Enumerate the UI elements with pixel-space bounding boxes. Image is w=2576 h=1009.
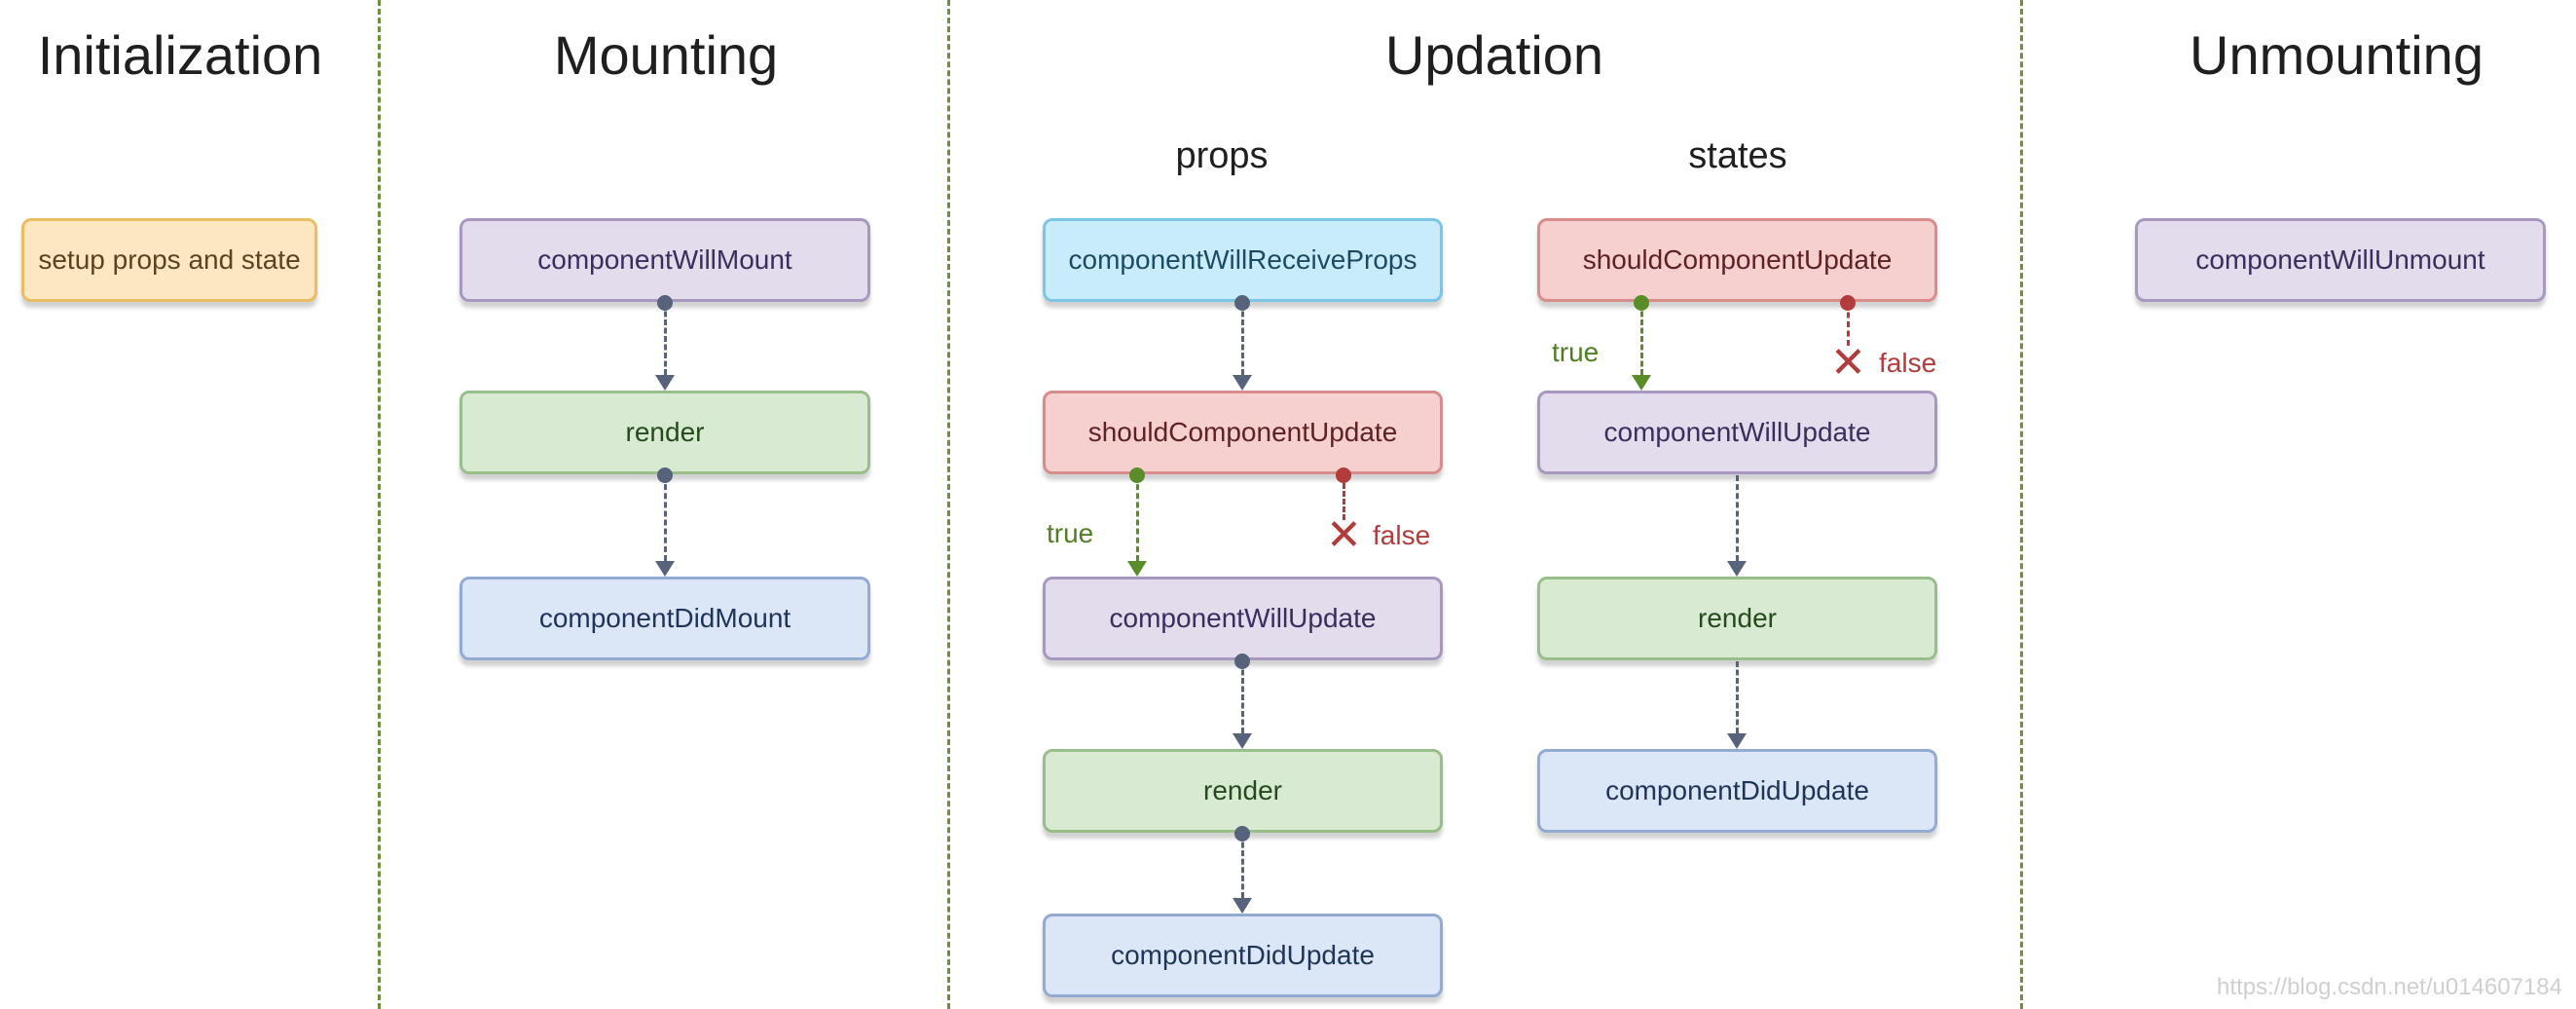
props-render-node: render	[1043, 749, 1443, 833]
phase-title-updation: Updation	[1384, 24, 1604, 86]
arrow-props-false	[1334, 467, 1353, 520]
arrow-mount-1	[655, 295, 675, 391]
states-false-label: false	[1879, 348, 1937, 378]
props-did-update-node: componentDidUpdate	[1043, 914, 1443, 997]
props-false-label: false	[1373, 520, 1431, 550]
phase-title-unmounting: Unmounting	[2190, 24, 2484, 86]
props-should-update-node: shouldComponentUpdate	[1043, 391, 1443, 474]
props-true-label: true	[1047, 518, 1094, 548]
arrow-states-2	[1727, 475, 1747, 577]
states-false-x-icon: ✕	[1830, 339, 1866, 387]
mounting-did-mount-node: componentDidMount	[460, 577, 870, 660]
column-title-props: props	[1175, 135, 1269, 176]
props-will-update-node: componentWillUpdate	[1043, 577, 1443, 660]
props-will-receive-props-node: componentWillReceiveProps	[1043, 218, 1443, 302]
divider-initialization-mounting	[378, 0, 381, 1009]
arrow-props-true	[1127, 467, 1147, 577]
column-title-states: states	[1688, 135, 1787, 176]
arrow-states-3	[1727, 661, 1747, 749]
arrow-props-2	[1233, 654, 1252, 749]
states-did-update-node: componentDidUpdate	[1537, 749, 1937, 833]
states-will-update-node: componentWillUpdate	[1537, 391, 1937, 474]
phase-title-mounting: Mounting	[553, 24, 779, 86]
phase-title-initialization: Initialization	[37, 24, 323, 86]
states-render-node: render	[1537, 577, 1937, 660]
watermark-text: https://blog.csdn.net/u014607184	[2217, 974, 2562, 1000]
mounting-will-mount-node: componentWillMount	[460, 218, 870, 302]
arrow-mount-2	[655, 467, 675, 577]
arrow-props-3	[1233, 826, 1252, 914]
divider-updation-unmounting	[2020, 0, 2023, 1009]
arrow-states-false	[1838, 295, 1858, 346]
divider-mounting-updation	[947, 0, 950, 1009]
props-false-x-icon: ✕	[1326, 511, 1362, 559]
states-true-label: true	[1552, 337, 1600, 367]
arrow-states-true	[1632, 295, 1651, 391]
states-should-update-node: shouldComponentUpdate	[1537, 218, 1937, 302]
unmounting-will-unmount-node: componentWillUnmount	[2135, 218, 2546, 302]
setup-props-state-node: setup props and state	[21, 218, 317, 302]
mounting-render-node: render	[460, 391, 870, 474]
arrow-props-1	[1233, 295, 1252, 391]
